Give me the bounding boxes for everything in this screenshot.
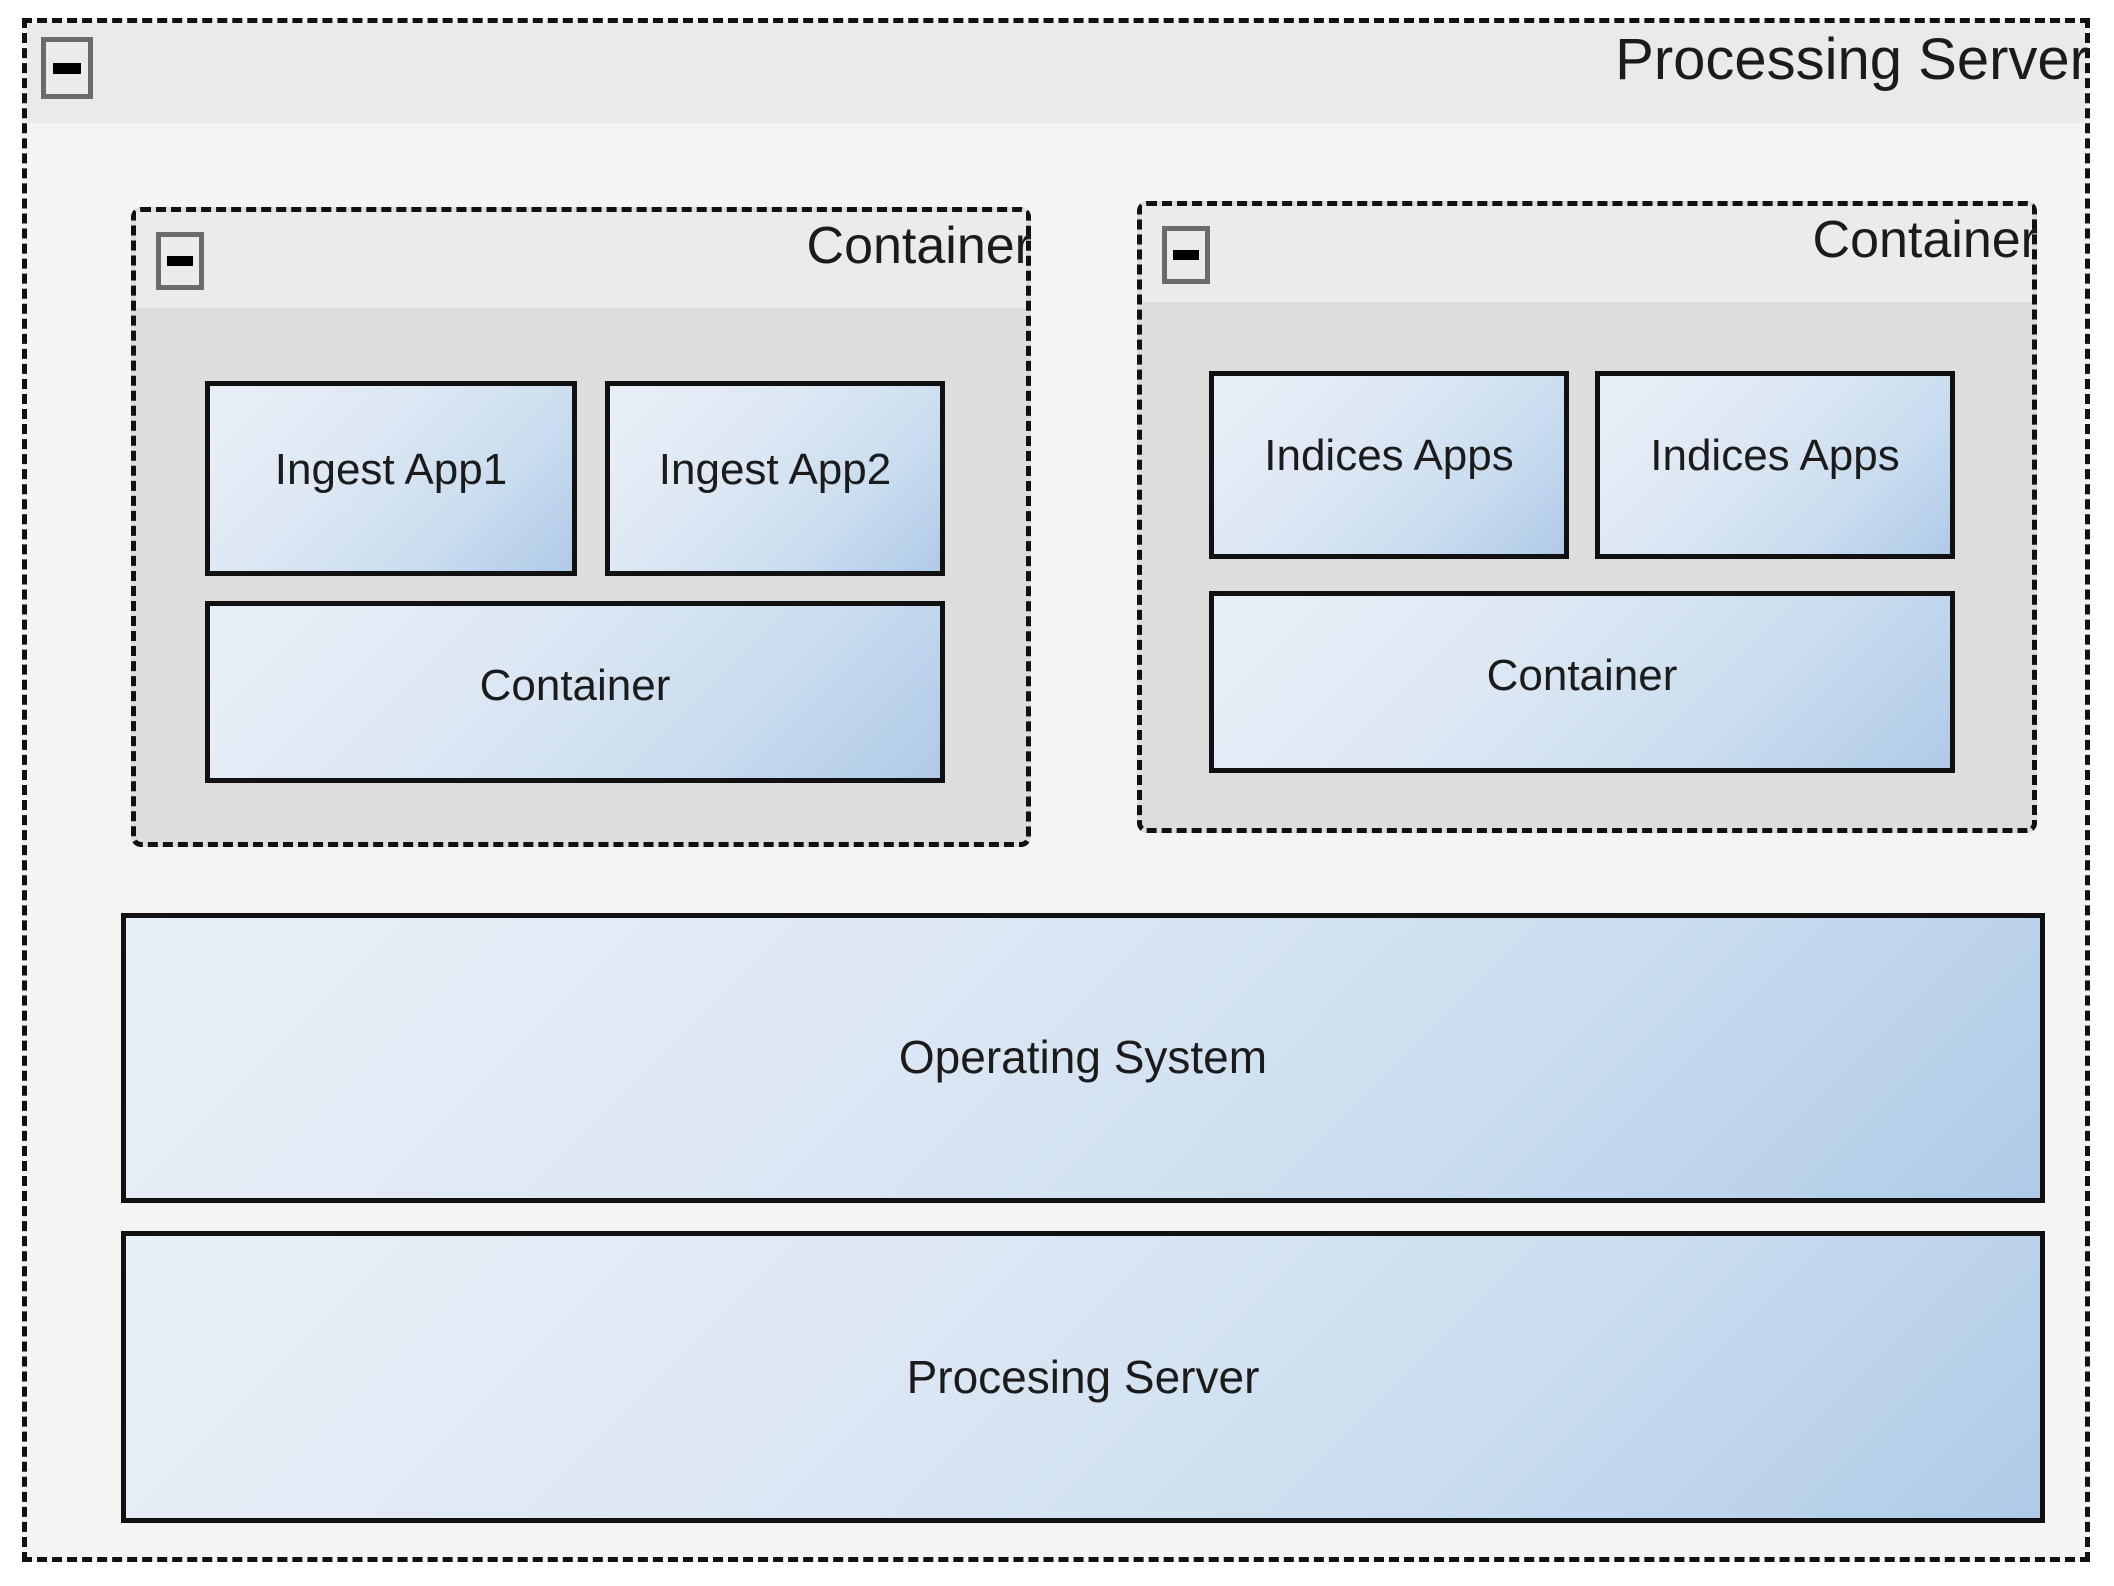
processing-server-frame: Processing Server Container Container In… bbox=[22, 18, 2090, 1562]
app-box-indices-apps-1[interactable]: Indices Apps bbox=[1209, 371, 1569, 559]
container-header-left: Container bbox=[136, 212, 1032, 308]
collapse-minus-button-processing-server[interactable] bbox=[41, 37, 93, 99]
app-box-label: Ingest App2 bbox=[658, 445, 892, 494]
container-header-right: Container bbox=[1142, 206, 2038, 302]
inner-container-box-label: Container bbox=[479, 661, 671, 710]
container-title-right: Container bbox=[1812, 211, 2038, 269]
stack-bar-procesing-server[interactable]: Procesing Server bbox=[121, 1231, 2045, 1523]
app-box-ingest-app2[interactable]: Ingest App2 bbox=[605, 381, 945, 576]
container-title-left: Container bbox=[806, 217, 1032, 275]
inner-container-box-right[interactable]: Container bbox=[1209, 591, 1955, 773]
app-box-label: Indices Apps bbox=[1264, 431, 1514, 480]
collapse-minus-button-container-left[interactable] bbox=[156, 232, 204, 290]
processing-server-header: Processing Server bbox=[27, 23, 2089, 123]
stack-bar-operating-system[interactable]: Operating System bbox=[121, 913, 2045, 1203]
minus-icon bbox=[167, 256, 193, 266]
inner-container-box-left[interactable]: Container bbox=[205, 601, 945, 783]
app-box-ingest-app1[interactable]: Ingest App1 bbox=[205, 381, 577, 576]
app-box-indices-apps-2[interactable]: Indices Apps bbox=[1595, 371, 1955, 559]
app-box-label: Ingest App1 bbox=[274, 445, 508, 494]
inner-container-box-label: Container bbox=[1486, 651, 1678, 700]
stack-bar-label: Operating System bbox=[898, 1031, 1268, 1083]
minus-icon bbox=[53, 62, 81, 74]
app-box-label: Indices Apps bbox=[1650, 431, 1900, 480]
collapse-minus-button-container-right[interactable] bbox=[1162, 226, 1210, 284]
processing-server-title: Processing Server bbox=[1615, 27, 2089, 92]
stack-bar-label: Procesing Server bbox=[906, 1351, 1260, 1403]
minus-icon bbox=[1173, 250, 1199, 260]
